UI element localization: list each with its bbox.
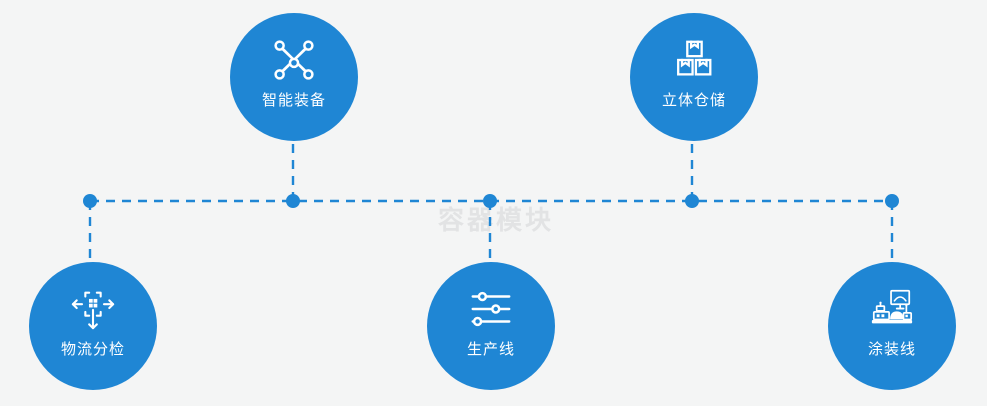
junction-dot-production [483,194,497,208]
junction-dot-smart-equipment [286,194,300,208]
sliders-icon [468,286,514,332]
node-production[interactable]: 生产线 [427,262,555,390]
node-label-production: 生产线 [466,341,515,358]
node-smart-equipment[interactable]: 智能装备 [230,13,358,141]
watermark-text: 容器模块 [438,205,555,235]
node-painting[interactable]: 涂装线 [828,262,956,390]
junction-dot-warehouse [685,194,699,208]
node-label-sorting: 物流分检 [60,341,125,358]
node-sorting[interactable]: 物流分检 [29,262,157,390]
node-label-warehouse: 立体仓储 [661,92,726,109]
node-warehouse[interactable]: 立体仓储 [630,13,758,141]
junction-dot-painting [885,194,899,208]
stacked-boxes-icon [671,37,717,83]
node-label-smart-equipment: 智能装备 [261,92,326,109]
network-nodes-icon [271,37,317,83]
factory-machine-icon [869,286,915,332]
junction-dot-sorting [83,194,97,208]
sorting-arrows-icon [70,286,116,332]
node-label-painting: 涂装线 [867,341,916,358]
